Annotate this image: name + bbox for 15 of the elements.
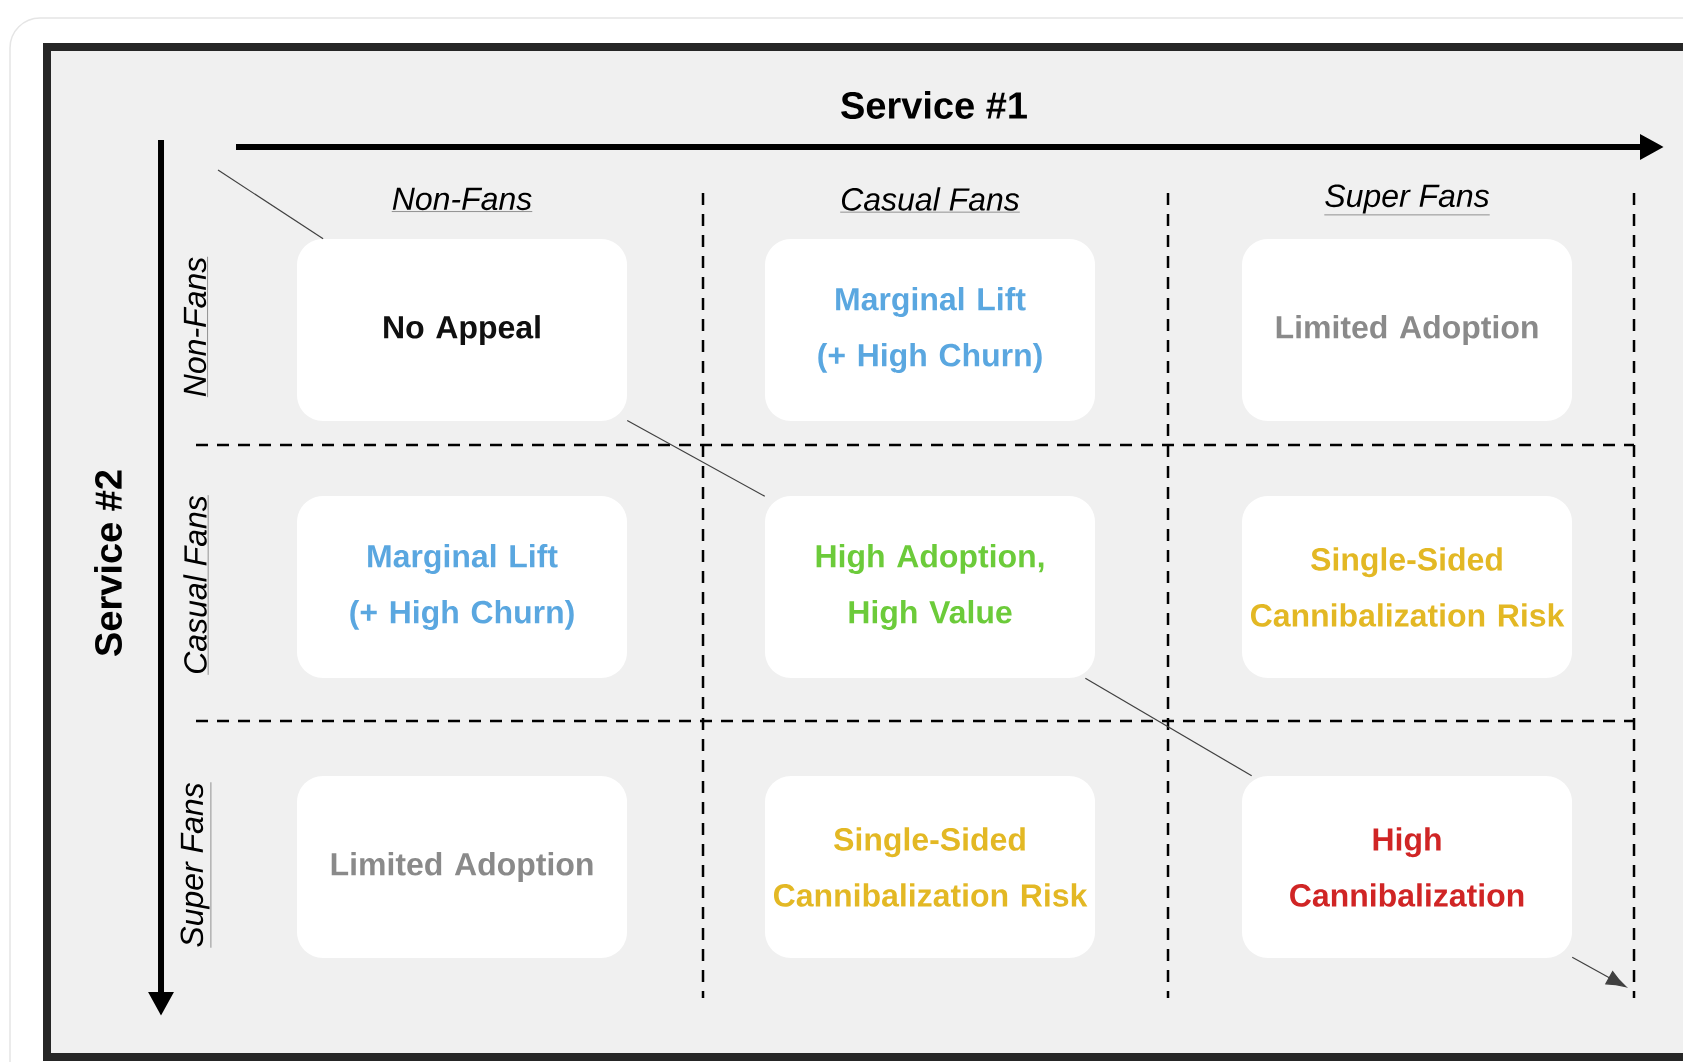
diagonal-arrow <box>1571 956 1627 988</box>
quadrant-box: Marginal Lift (+ High Churn) <box>297 496 627 678</box>
quadrant-box: Limited Adoption <box>1242 239 1572 421</box>
quadrant-box: Marginal Lift (+ High Churn) <box>765 239 1095 421</box>
quadrant-box: No Appeal <box>297 239 627 421</box>
quadrant-box: Limited Adoption <box>297 776 627 958</box>
row-header: Non-Fans <box>183 256 208 398</box>
axis-title: Service #2 <box>94 470 122 656</box>
quadrant-box: High Cannibalization <box>1242 776 1572 958</box>
quadrant-box: Single-Sided Cannibalization Risk <box>1242 496 1572 678</box>
axis-title: Service #1 <box>841 91 1027 119</box>
row-header: Casual Fans <box>183 495 209 676</box>
quadrant-box: Single-Sided Cannibalization Risk <box>765 776 1095 958</box>
row-header: Super Fans <box>180 782 212 948</box>
quadrant-box: High Adoption, High Value <box>765 496 1095 678</box>
